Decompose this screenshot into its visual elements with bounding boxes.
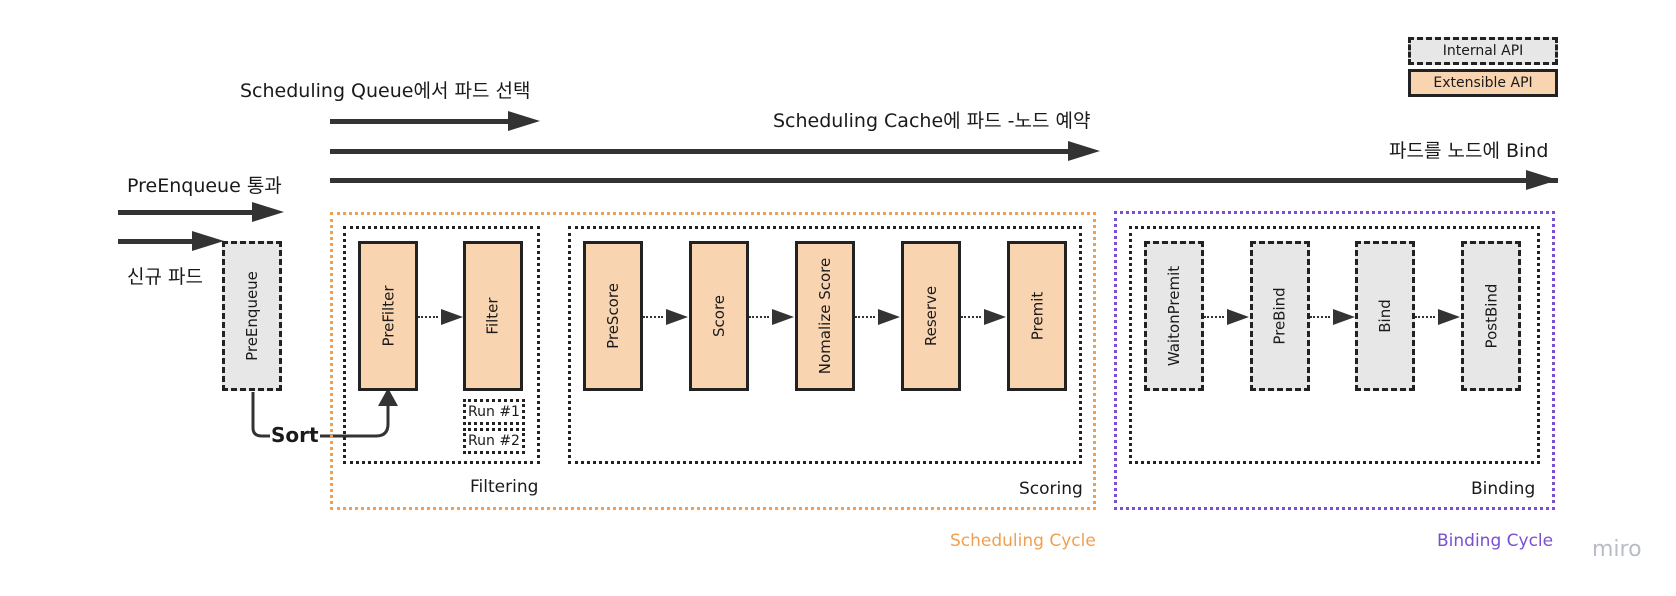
- miro-watermark: miro: [1592, 537, 1642, 562]
- scoring-box: [568, 226, 1082, 464]
- cache-reserve-arrow-line: [330, 149, 1070, 154]
- connector-arrowhead-icon: [984, 309, 1006, 325]
- preenqueue-stage: PreEnqueue: [222, 241, 282, 391]
- reserve-label: Reserve: [922, 285, 941, 347]
- connector-arrowhead-icon: [1438, 309, 1460, 325]
- legend-extensible-api: Extensible API: [1408, 69, 1558, 97]
- connector-line: [749, 316, 769, 318]
- connector-arrowhead-icon: [441, 309, 463, 325]
- waitonpremit-stage: WaitonPremit: [1144, 241, 1204, 391]
- connector-line: [1204, 316, 1224, 318]
- connector-line: [1415, 316, 1435, 318]
- scoring-title: Scoring: [1019, 479, 1083, 499]
- cache-reserve-arrowhead-icon: [1068, 141, 1100, 161]
- bind-pod-label: 파드를 노드에 Bind: [1389, 140, 1549, 162]
- connector-arrowhead-icon: [1333, 309, 1355, 325]
- run-2-label: Run #2: [468, 433, 520, 449]
- bind-pod-arrowhead-icon: [1526, 170, 1558, 190]
- bind-label: Bind: [1376, 299, 1394, 333]
- bind-stage: Bind: [1355, 241, 1415, 391]
- legend-internal-api: Internal API: [1408, 37, 1558, 65]
- normalize-score-stage: Nomalize Score: [795, 241, 855, 391]
- sort-connector: [251, 388, 398, 438]
- bind-pod-arrow-line: [330, 178, 1558, 183]
- new-pod-label: 신규 파드: [127, 266, 203, 288]
- binding-title: Binding: [1471, 479, 1536, 499]
- premit-label: Premit: [1027, 291, 1046, 341]
- cache-reserve-label: Scheduling Cache에 파드 -노드 예약: [773, 110, 1091, 132]
- prefilter-label: PreFilter: [379, 285, 397, 347]
- run-2-box: Run #2: [463, 428, 525, 454]
- connector-line: [961, 316, 981, 318]
- premit-stage: Premit: [1007, 241, 1067, 391]
- sort-label: Sort: [271, 423, 319, 447]
- binding-box: [1129, 226, 1540, 464]
- preenqueue-label: PreEnqueue: [243, 271, 262, 361]
- connector-arrowhead-icon: [1227, 309, 1249, 325]
- connector-line: [643, 316, 663, 318]
- legend-internal-api-label: Internal API: [1442, 43, 1524, 59]
- binding-cycle-box: [1114, 211, 1555, 510]
- connector-line: [418, 316, 438, 318]
- postbind-stage: PostBind: [1461, 241, 1521, 391]
- scheduling-cycle-label: Scheduling Cycle: [950, 531, 1096, 551]
- queue-select-label: Scheduling Queue에서 파드 선택: [240, 80, 531, 102]
- filter-stage: Filter: [463, 241, 523, 391]
- connector-arrowhead-icon: [666, 309, 688, 325]
- legend-extensible-api-label: Extensible API: [1433, 75, 1533, 91]
- score-stage: Score: [689, 241, 749, 391]
- filter-label: Filter: [484, 297, 502, 335]
- score-label: Score: [709, 294, 728, 338]
- run-1-box: Run #1: [463, 399, 525, 425]
- prescore-label: PreScore: [604, 283, 623, 349]
- queue-select-arrowhead-icon: [508, 111, 540, 131]
- preenqueue-pass-arrow-line: [118, 210, 258, 215]
- prescore-stage: PreScore: [583, 241, 643, 391]
- normalize-score-label: Nomalize Score: [816, 257, 835, 375]
- filtering-box: [343, 226, 540, 464]
- scheduling-cycle-box: [330, 212, 1096, 510]
- preenqueue-pass-label: PreEnqueue 통과: [127, 175, 282, 197]
- binding-cycle-label: Binding Cycle: [1437, 531, 1554, 551]
- connector-arrowhead-icon: [772, 309, 794, 325]
- connector-line: [855, 316, 875, 318]
- waitonpremit-label: WaitonPremit: [1165, 265, 1183, 367]
- run-1-label: Run #1: [468, 404, 520, 420]
- connector-line: [1310, 316, 1330, 318]
- new-pod-arrowhead-icon: [192, 231, 224, 251]
- filtering-title: Filtering: [470, 477, 539, 497]
- reserve-stage: Reserve: [901, 241, 961, 391]
- prebind-stage: PreBind: [1250, 241, 1310, 391]
- preenqueue-pass-arrowhead-icon: [252, 202, 284, 222]
- new-pod-arrow-line: [118, 239, 198, 244]
- prebind-label: PreBind: [1271, 287, 1289, 345]
- prefilter-stage: PreFilter: [358, 241, 418, 391]
- connector-arrowhead-icon: [878, 309, 900, 325]
- queue-select-arrow-line: [330, 119, 510, 124]
- postbind-label: PostBind: [1482, 283, 1500, 349]
